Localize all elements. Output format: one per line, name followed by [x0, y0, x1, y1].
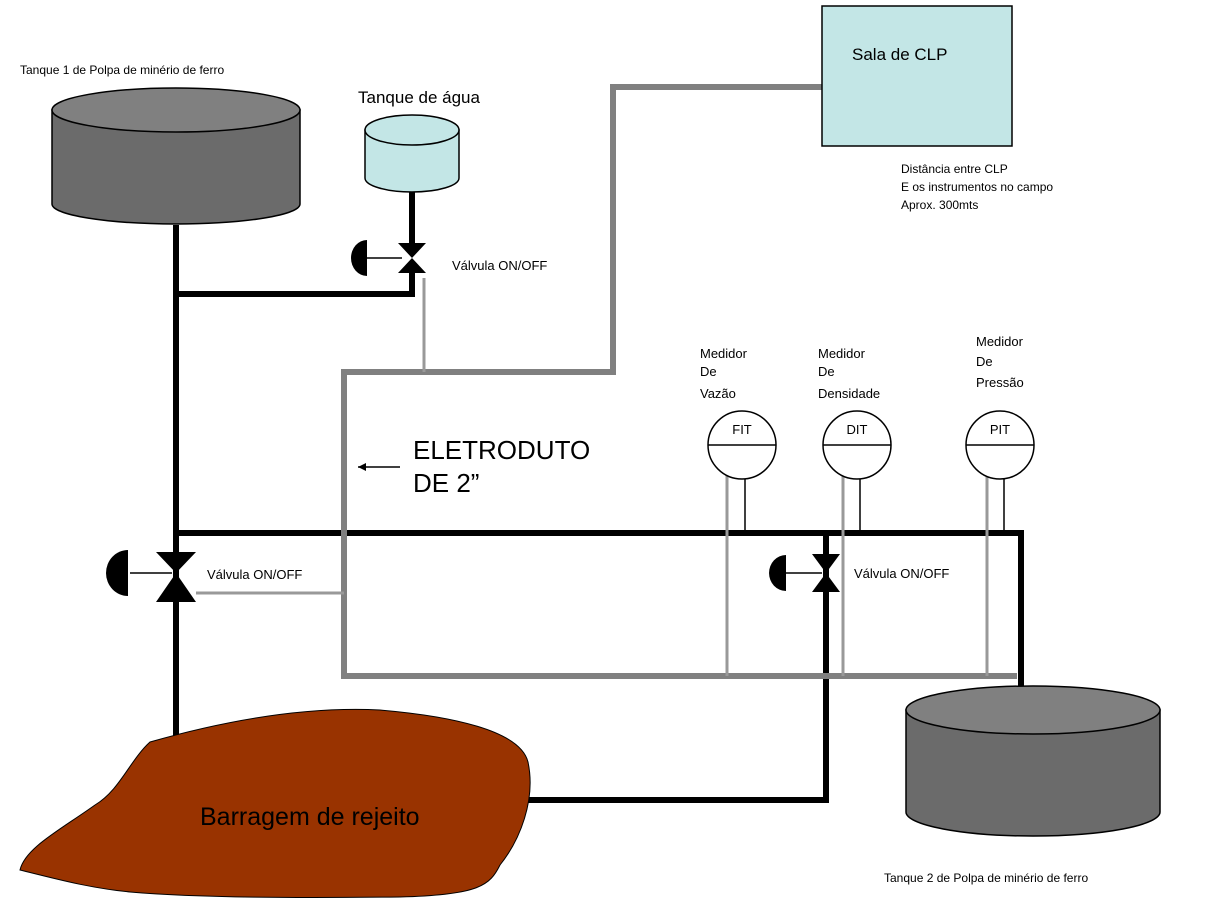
pit-tag: PIT [990, 422, 1010, 437]
conduit-arrow-icon [358, 463, 400, 471]
pipe-water-branch [176, 273, 415, 297]
density-meter-line2: De [818, 364, 835, 379]
tank1-label: Tanque 1 de Polpa de minério de ferro [20, 63, 224, 77]
main-valve-label: Válvula ON/OFF [207, 567, 302, 582]
conduit-label-line1: ELETRODUTO [413, 435, 590, 465]
water-tank [364, 114, 460, 193]
pressure-meter-line2: De [976, 354, 993, 369]
tank-2 [905, 685, 1161, 837]
pressure-meter-line1: Medidor [976, 334, 1024, 349]
dit-tag: DIT [847, 422, 868, 437]
pipe-main-header [176, 530, 1024, 707]
density-meter-line3: Densidade [818, 386, 880, 401]
flow-meter-line3: Vazão [700, 386, 736, 401]
pipe-bypass-to-dam [500, 533, 829, 803]
conduit-path [341, 84, 1017, 679]
conduit-label-line2: DE 2” [413, 468, 479, 498]
distance-note-line2: E os instrumentos no campo [901, 180, 1053, 194]
distance-note-line1: Distância entre CLP [901, 162, 1008, 176]
tailings-dam-shape [19, 708, 531, 898]
plc-room-label: Sala de CLP [852, 45, 947, 64]
distance-note-line3: Aprox. 300mts [901, 198, 978, 212]
tank-1 [51, 87, 301, 225]
water-valve-icon [351, 240, 426, 276]
water-valve-label: Válvula ON/OFF [452, 258, 547, 273]
main-valve-icon [106, 550, 196, 602]
bypass-valve-label: Válvula ON/OFF [854, 566, 949, 581]
density-meter-line1: Medidor [818, 346, 866, 361]
signal-wires [196, 278, 989, 676]
pressure-meter-line3: Pressão [976, 375, 1024, 390]
flow-meter-line2: De [700, 364, 717, 379]
fit-tag: FIT [732, 422, 752, 437]
water-tank-label: Tanque de água [358, 88, 480, 107]
conduit-run [341, 84, 1017, 679]
dam-label: Barragem de rejeito [200, 803, 420, 831]
flow-meter-line1: Medidor [700, 346, 748, 361]
process-piping [173, 192, 1024, 803]
flow-meter: Medidor De Vazão FIT [700, 346, 777, 530]
pressure-meter: Medidor De Pressão PIT [965, 334, 1035, 530]
plc-room-box [821, 5, 1013, 147]
density-meter: Medidor De Densidade DIT [818, 346, 892, 530]
tank2-label: Tanque 2 de Polpa de minério de ferro [884, 871, 1088, 885]
bypass-valve-icon [769, 554, 840, 592]
